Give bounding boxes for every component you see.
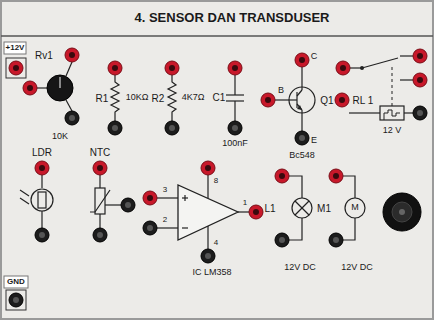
relay-wires — [349, 56, 413, 113]
dc-jack-ring — [392, 202, 412, 222]
motor-symbol — [343, 176, 365, 240]
ntc-symbol — [90, 175, 121, 228]
label-plate — [4, 276, 28, 288]
terminal — [413, 73, 427, 87]
terminal — [275, 169, 289, 183]
part-name: L1 — [264, 203, 275, 214]
dc-jack — [383, 193, 421, 231]
terminal — [65, 111, 79, 125]
terminal — [121, 198, 135, 212]
part-name: Rv1 — [35, 50, 53, 61]
terminal — [261, 93, 275, 107]
knob-mark — [59, 77, 61, 88]
terminal — [295, 53, 309, 67]
part-value: 4K7Ω — [182, 93, 205, 103]
part-value: Bc548 — [289, 151, 315, 161]
part-value: 12V DC — [284, 263, 316, 273]
terminal — [35, 228, 49, 242]
part-name: Q1 — [320, 95, 333, 106]
label-plate — [4, 42, 26, 54]
terminal — [93, 228, 107, 242]
part-value: 12V DC — [341, 263, 373, 273]
lamp-symbol — [289, 176, 312, 240]
terminal — [165, 61, 179, 75]
terminal — [329, 233, 343, 247]
part-value: 12 V — [383, 126, 402, 136]
terminal — [165, 121, 179, 135]
emitter-arrow — [297, 105, 302, 110]
part-name: M1 — [317, 203, 331, 214]
pin-number: 2 — [163, 216, 167, 225]
terminal — [35, 161, 49, 175]
motor-letter: M — [351, 203, 359, 213]
ldr-symbol — [20, 175, 53, 228]
part-name: LDR — [32, 147, 52, 158]
resistor-symbol — [168, 75, 176, 121]
pin-number: 1 — [243, 199, 247, 208]
pin-name: B — [278, 86, 284, 96]
terminal — [23, 81, 37, 95]
dc-jack-pin — [399, 209, 405, 215]
terminal — [336, 61, 350, 75]
terminal — [201, 161, 215, 175]
part-name: R2 — [152, 93, 165, 104]
terminal — [228, 61, 242, 75]
part-name: NTC — [90, 147, 111, 158]
terminal — [108, 61, 122, 75]
supply-label: +12V — [6, 44, 25, 53]
relay-linkage — [392, 64, 393, 106]
title-rule — [1, 35, 433, 37]
resistor-symbol — [111, 75, 119, 121]
part-name: RL 1 — [353, 95, 374, 106]
terminal — [295, 131, 309, 145]
potentiometer-knob — [47, 75, 73, 101]
transistor-leads — [275, 67, 302, 131]
opamp-pins — [157, 175, 249, 249]
pin-number: 3 — [163, 186, 167, 195]
terminal — [65, 48, 79, 62]
part-name: C1 — [213, 92, 226, 103]
terminal — [93, 161, 107, 175]
terminal — [108, 121, 122, 135]
capacitor-symbol — [226, 75, 244, 121]
relay-coil — [380, 106, 404, 120]
terminal — [143, 191, 157, 205]
terminal — [9, 61, 23, 75]
terminal-frame — [6, 290, 26, 310]
terminal — [413, 106, 427, 120]
part-value: 10KΩ — [126, 93, 149, 103]
part-value: 100nF — [222, 139, 248, 149]
terminal — [249, 205, 263, 219]
part-value: IC LM358 — [192, 268, 231, 278]
part-value: 10K — [52, 132, 68, 142]
terminal — [275, 233, 289, 247]
terminal — [143, 221, 157, 235]
coil-winding — [384, 110, 400, 120]
terminal — [228, 121, 242, 135]
terminal — [201, 249, 215, 263]
panel-title: 4. SENSOR DAN TRANSDUSER — [134, 11, 329, 25]
pin-number: 8 — [214, 177, 218, 186]
part-name: R1 — [96, 93, 109, 104]
pin-name: E — [311, 136, 317, 146]
terminal — [329, 169, 343, 183]
pin-number: 4 — [214, 239, 218, 248]
terminal-frame — [6, 58, 26, 78]
potentiometer-wires — [37, 62, 72, 111]
terminal — [9, 293, 23, 307]
ground-label: GND — [7, 278, 25, 287]
switch-pivot — [360, 66, 364, 70]
terminal — [413, 49, 427, 63]
terminal — [335, 93, 349, 107]
pin-name: C — [311, 52, 318, 62]
